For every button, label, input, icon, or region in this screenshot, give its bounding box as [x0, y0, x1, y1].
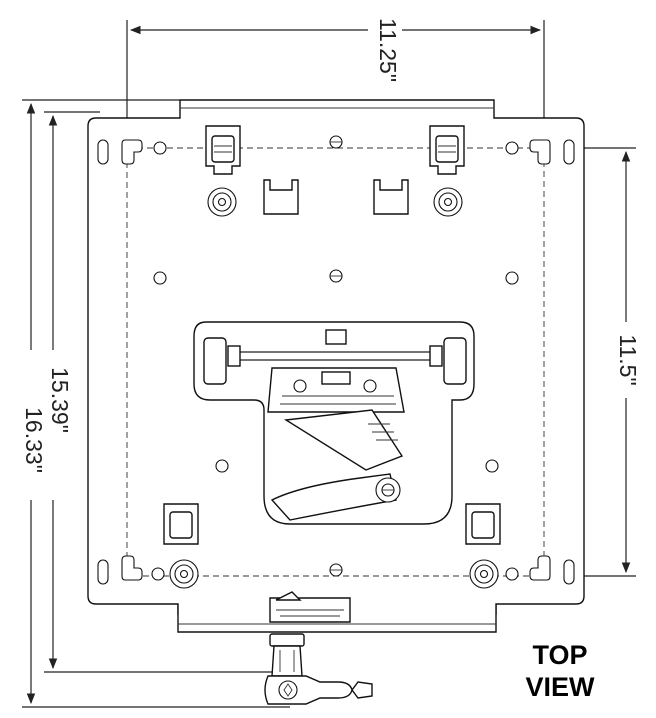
dimension-height-11-5: 11.5": [560, 147, 642, 577]
dimension-height-left: 15.39" 16.33": [14, 99, 290, 708]
view-label-view: VIEW: [525, 672, 595, 702]
corner-slots: [97, 139, 575, 585]
dimension-label-11-5: 11.5": [615, 334, 641, 385]
release-handle: [264, 633, 373, 705]
view-label: TOP VIEW: [525, 640, 595, 702]
center-mechanism: [193, 321, 475, 525]
bolt-bosses: [169, 187, 499, 589]
top-left-clamp: [205, 125, 241, 175]
dimension-label-16-33: 16.33": [21, 407, 47, 473]
mounting-holes: [151, 135, 519, 581]
dimension-width-11-25: 11.25": [126, 18, 545, 148]
dimension-label-15-39: 15.39": [47, 367, 73, 433]
dimension-label-11-25: 11.25": [375, 18, 401, 82]
latch-assembly: [269, 591, 351, 623]
view-label-top: TOP: [532, 640, 587, 670]
guide-tabs: [263, 179, 409, 215]
bottom-clamps: [163, 503, 501, 545]
top-right-clamp: [429, 125, 465, 175]
